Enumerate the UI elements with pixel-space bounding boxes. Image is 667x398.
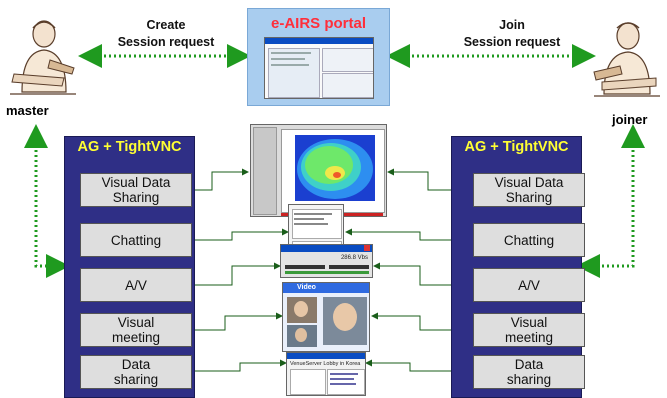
av-readout: 286.8 Vbs — [340, 255, 368, 261]
data-sharing-window: VenueServer Lobby in Korea — [286, 352, 366, 396]
left-visual-data-sharing-box: Visual Data Sharing — [80, 173, 192, 207]
left-av-box: A/V — [80, 268, 192, 302]
left-connector-visual-data — [193, 168, 249, 191]
right-av-box: A/V — [473, 268, 585, 302]
master-av-link — [24, 124, 70, 278]
left-panel-title: AG + TightVNC — [77, 139, 182, 155]
left-connector-av — [193, 262, 281, 286]
right-connector-visual-data — [387, 168, 473, 191]
right-connector-av — [373, 262, 473, 286]
av-window: 286.8 Vbs — [280, 244, 373, 278]
left-data-sharing-box: Data sharing — [80, 355, 192, 389]
contour-plot-icon — [295, 135, 375, 201]
video-window: Video — [282, 282, 370, 352]
right-connector-chatting — [345, 228, 473, 241]
left-connector-visual-meeting — [193, 312, 283, 331]
portal-title: e-AIRS portal — [270, 15, 366, 32]
portal-box: e-AIRS portal — [247, 8, 390, 106]
video-window-title: Video — [297, 284, 316, 291]
left-connector-data-sharing — [193, 359, 287, 372]
left-connector-chatting — [193, 228, 289, 241]
left-visual-meeting-box: Visual meeting — [80, 313, 192, 347]
master-person-icon — [10, 20, 76, 95]
data-window-title: VenueServer Lobby in Korea — [290, 361, 361, 367]
joiner-av-link — [576, 124, 645, 278]
left-chatting-box: Chatting — [80, 223, 192, 257]
right-visual-data-sharing-box: Visual Data Sharing — [473, 173, 585, 207]
joiner-person-icon — [593, 22, 660, 97]
right-visual-meeting-box: Visual meeting — [473, 313, 585, 347]
create-request-label: Create Session request — [117, 18, 215, 49]
joiner-label: joiner — [612, 112, 648, 127]
visual-data-window — [250, 124, 387, 217]
join-request-label: Join Session request — [463, 18, 561, 49]
right-chatting-box: Chatting — [473, 223, 585, 257]
right-connector-data-sharing — [365, 359, 473, 372]
right-connector-visual-meeting — [371, 312, 473, 331]
master-label: master — [6, 103, 49, 118]
right-panel-title: AG + TightVNC — [464, 139, 569, 155]
right-data-sharing-box: Data sharing — [473, 355, 585, 389]
portal-screenshot — [264, 37, 374, 99]
